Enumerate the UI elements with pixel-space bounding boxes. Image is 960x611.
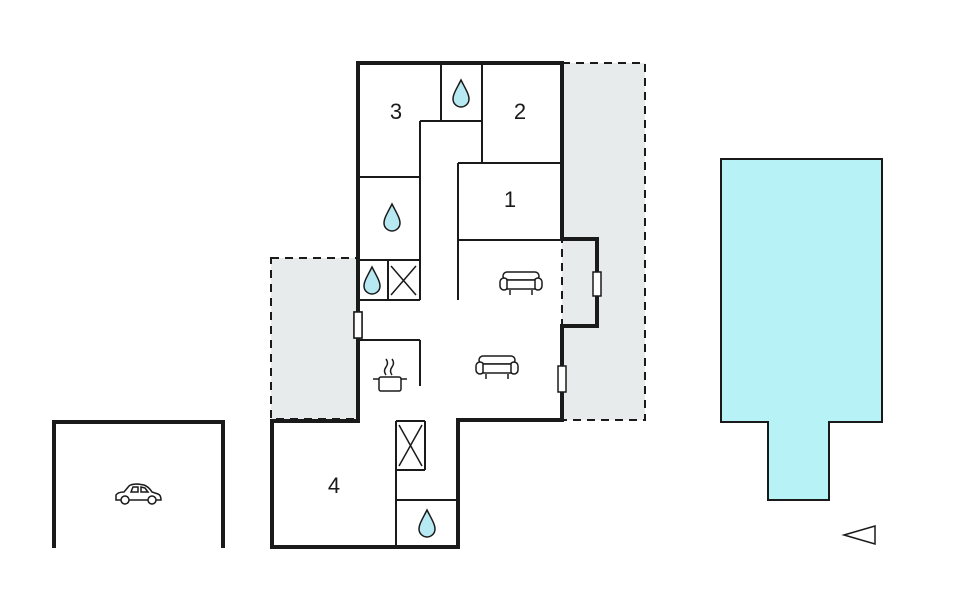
swimming-pool <box>720 158 883 501</box>
room-label-3: 3 <box>390 99 402 124</box>
water-drop-icon <box>383 202 401 232</box>
water-drop-icon <box>452 78 470 108</box>
garage <box>52 420 225 548</box>
water-drop-icon <box>418 508 436 538</box>
interior-walls <box>358 63 562 547</box>
cooking-pot-icon <box>373 358 407 392</box>
terrace-west <box>270 257 359 420</box>
room-label-2: 2 <box>514 99 526 124</box>
sofa-icon <box>499 271 543 295</box>
toilet-cross-icon <box>398 424 423 467</box>
room-label-4: 4 <box>328 473 340 498</box>
sofa-icon <box>475 355 519 379</box>
terrace-east <box>561 62 646 421</box>
window-west <box>353 311 363 339</box>
toilet-cross-icon <box>390 265 417 296</box>
window-east-upper <box>592 271 602 297</box>
water-drop-icon <box>363 265 381 295</box>
north-arrow-icon <box>841 525 876 545</box>
window-east-lower <box>557 365 567 393</box>
car-icon <box>115 483 162 505</box>
room-label-1: 1 <box>504 187 516 212</box>
